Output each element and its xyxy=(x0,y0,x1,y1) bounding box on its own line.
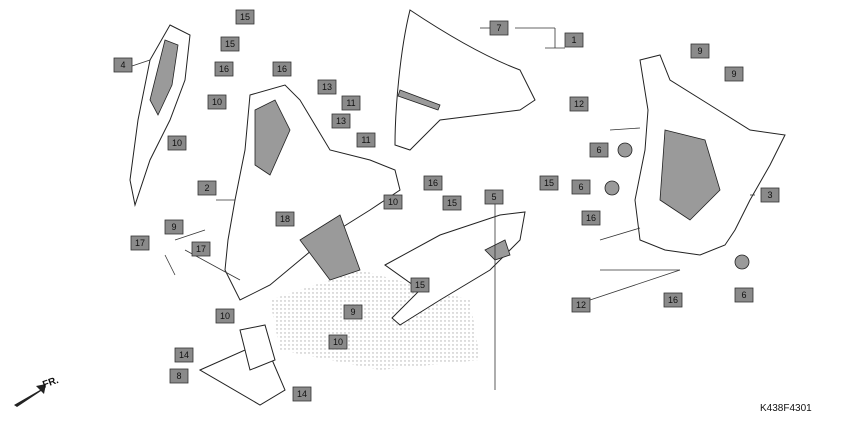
callout-8: 8 xyxy=(169,368,189,384)
svg-text:3: 3 xyxy=(767,190,772,200)
direction-label: FR. xyxy=(41,375,60,391)
callout-14-b: 14 xyxy=(292,386,312,402)
svg-text:10: 10 xyxy=(388,197,398,207)
callout-6-a: 6 xyxy=(589,142,609,158)
callout-1: 1 xyxy=(564,32,584,48)
meter-bracket-part xyxy=(604,54,786,270)
svg-text:14: 14 xyxy=(297,389,307,399)
svg-text:16: 16 xyxy=(428,178,438,188)
windscreen-part xyxy=(394,9,536,151)
callout-9-b: 9 xyxy=(343,304,363,320)
left-side-cover-part xyxy=(129,24,191,207)
svg-text:11: 11 xyxy=(346,98,355,108)
svg-text:15: 15 xyxy=(415,280,425,290)
callout-17-b: 17 xyxy=(191,241,211,257)
svg-text:2: 2 xyxy=(204,183,209,193)
callout-16-b: 16 xyxy=(272,61,292,77)
inner-cover-part xyxy=(384,211,526,326)
svg-text:6: 6 xyxy=(741,290,746,300)
callout-10-e: 10 xyxy=(328,334,348,350)
svg-text:15: 15 xyxy=(225,39,235,49)
front-direction-arrow: FR. xyxy=(14,375,60,407)
svg-text:13: 13 xyxy=(322,82,332,92)
callout-15-c: 15 xyxy=(442,195,462,211)
callout-4: 4 xyxy=(113,57,133,73)
svg-text:9: 9 xyxy=(697,46,702,56)
svg-text:6: 6 xyxy=(578,182,583,192)
callout-15-a: 15 xyxy=(235,9,255,25)
svg-text:10: 10 xyxy=(333,337,343,347)
svg-text:9: 9 xyxy=(171,222,176,232)
svg-text:18: 18 xyxy=(280,214,290,224)
callout-12-a: 12 xyxy=(569,96,589,112)
callout-17-a: 17 xyxy=(130,235,150,251)
callout-15-e: 15 xyxy=(410,277,430,293)
callout-9-d: 9 xyxy=(724,66,744,82)
svg-text:1: 1 xyxy=(571,35,576,45)
callout-6-b: 6 xyxy=(571,179,591,195)
callout-15-b: 15 xyxy=(220,36,240,52)
callout-7: 7 xyxy=(489,20,509,36)
callout-14-a: 14 xyxy=(174,347,194,363)
svg-text:8: 8 xyxy=(176,371,181,381)
callout-10-d: 10 xyxy=(215,308,235,324)
svg-text:16: 16 xyxy=(586,213,596,223)
diagram-code: K438F4301 xyxy=(760,403,812,414)
callout-18: 18 xyxy=(275,211,295,227)
svg-text:10: 10 xyxy=(172,138,182,148)
callout-2: 2 xyxy=(197,180,217,196)
callout-15-d: 15 xyxy=(539,175,559,191)
svg-text:16: 16 xyxy=(219,64,229,74)
svg-text:7: 7 xyxy=(496,23,501,33)
front-upper-cowl-part xyxy=(224,84,401,301)
callout-10-a: 10 xyxy=(207,94,227,110)
svg-text:15: 15 xyxy=(447,198,457,208)
svg-text:5: 5 xyxy=(491,192,496,202)
callout-9-c: 9 xyxy=(690,43,710,59)
lower-stay-part xyxy=(198,324,286,406)
callout-13-a: 13 xyxy=(317,79,337,95)
callout-3: 3 xyxy=(760,187,780,203)
callout-9-a: 9 xyxy=(164,219,184,235)
callout-16-e: 16 xyxy=(663,292,683,308)
svg-text:9: 9 xyxy=(731,69,736,79)
svg-text:12: 12 xyxy=(576,300,586,310)
svg-text:4: 4 xyxy=(120,60,125,70)
svg-text:12: 12 xyxy=(574,99,584,109)
svg-text:9: 9 xyxy=(350,307,355,317)
svg-text:16: 16 xyxy=(277,64,287,74)
callout-10-b: 10 xyxy=(167,135,187,151)
callout-16-c: 16 xyxy=(423,175,443,191)
callout-10-c: 10 xyxy=(383,194,403,210)
svg-text:10: 10 xyxy=(212,97,222,107)
callout-12-b: 12 xyxy=(571,297,591,313)
callout-11-a: 11 xyxy=(341,95,361,111)
svg-text:17: 17 xyxy=(135,238,145,248)
svg-text:14: 14 xyxy=(179,350,189,360)
callout-6-c: 6 xyxy=(734,287,754,303)
svg-text:16: 16 xyxy=(668,295,678,305)
svg-text:10: 10 xyxy=(220,311,230,321)
svg-text:17: 17 xyxy=(196,244,206,254)
svg-text:6: 6 xyxy=(596,145,601,155)
callout-16-d: 16 xyxy=(581,210,601,226)
svg-text:15: 15 xyxy=(240,12,250,22)
callout-5: 5 xyxy=(484,189,504,205)
svg-text:11: 11 xyxy=(361,135,370,145)
leader-lines xyxy=(131,27,755,390)
callout-16-a: 16 xyxy=(214,61,234,77)
callout-13-b: 13 xyxy=(331,113,351,129)
svg-text:15: 15 xyxy=(544,178,554,188)
svg-text:13: 13 xyxy=(336,116,346,126)
callout-11-b: 11 xyxy=(356,132,376,148)
